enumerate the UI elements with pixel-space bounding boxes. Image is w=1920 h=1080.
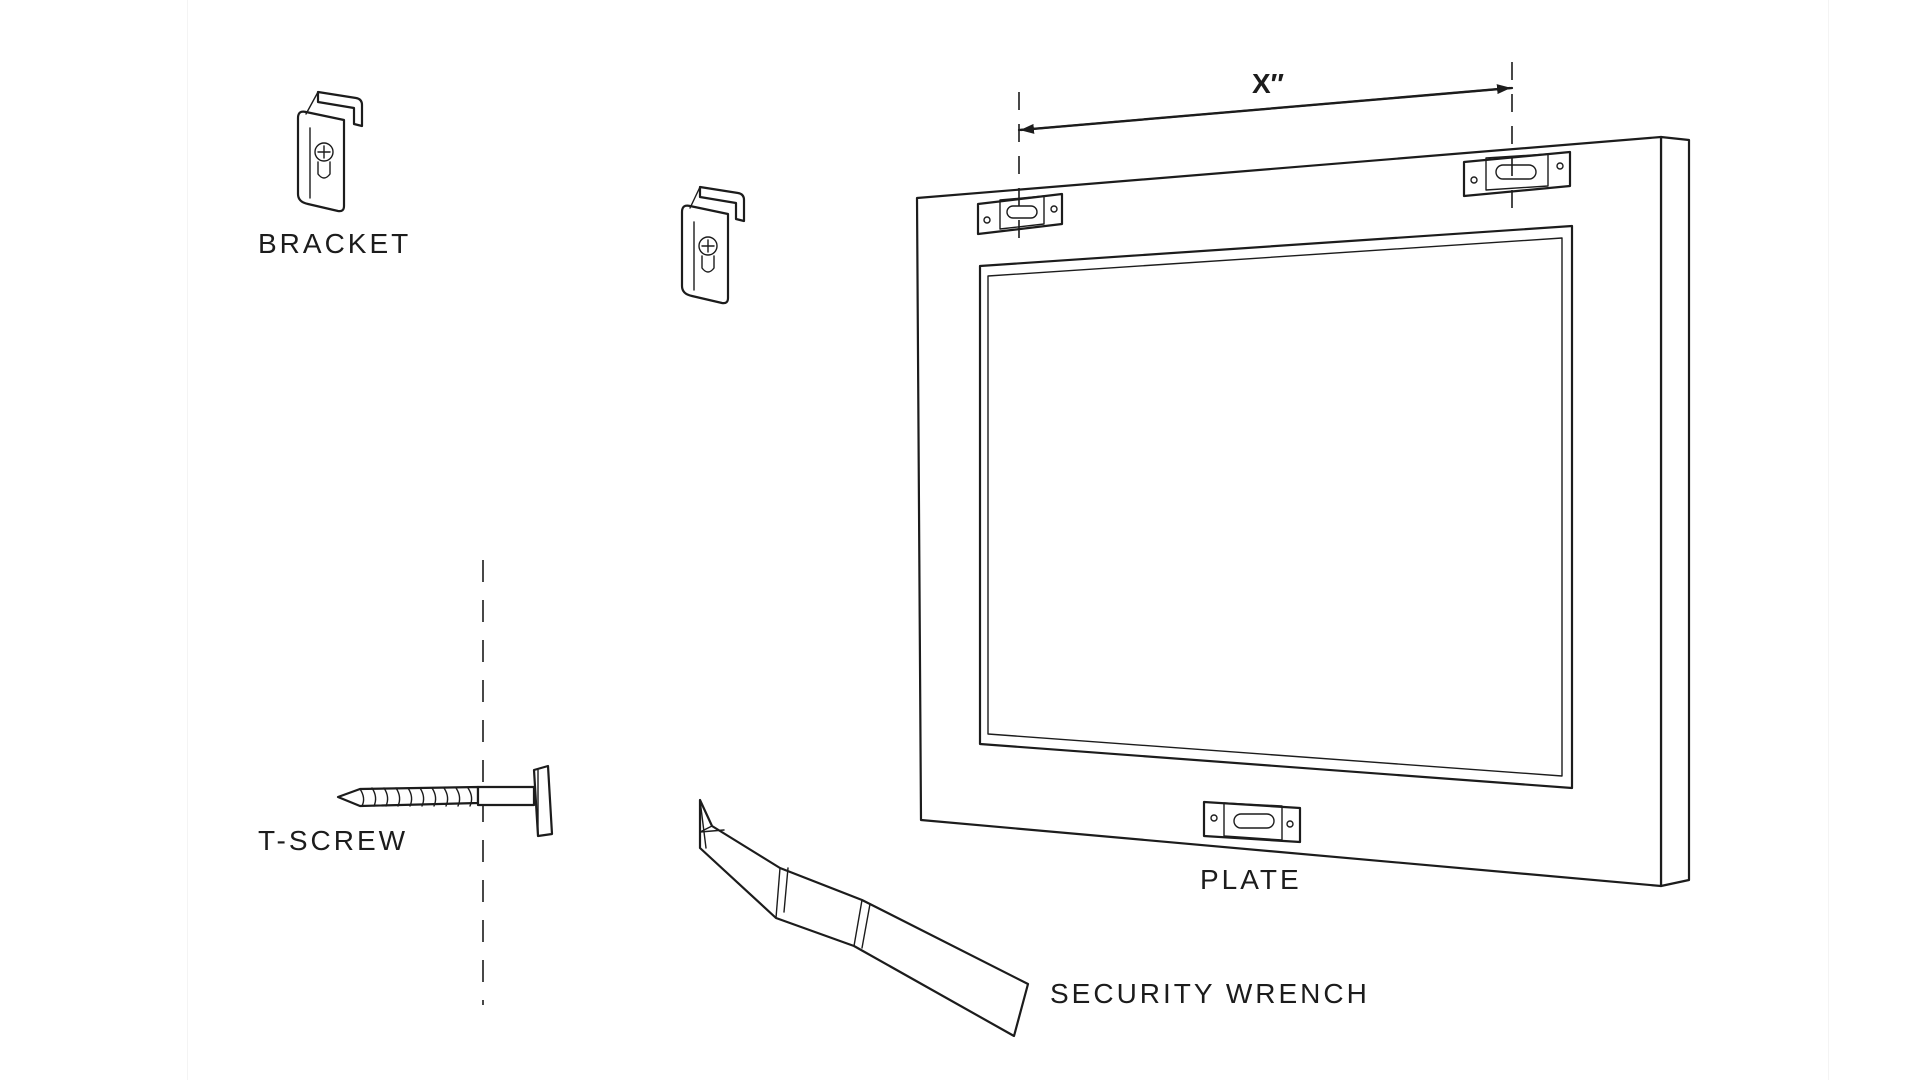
- plate-top-left: [976, 192, 1064, 236]
- bracket-mounted-icon: [680, 185, 746, 305]
- plate-bottom: [1202, 800, 1302, 844]
- t-screw-icon: [336, 764, 554, 838]
- security-wrench-label: SECURITY WRENCH: [1050, 978, 1370, 1009]
- bracket-label: BRACKET: [258, 228, 412, 259]
- security-wrench-icon: [698, 798, 1030, 1038]
- plate-label: PLATE: [1200, 864, 1302, 895]
- dimension-marker: [1017, 62, 1514, 250]
- frame-panel: [915, 135, 1691, 888]
- bracket-icon: [296, 90, 364, 213]
- dimension-label: X″: [1252, 68, 1285, 99]
- t-screw-label: T-SCREW: [258, 825, 409, 856]
- plate-top-right: [1462, 150, 1572, 198]
